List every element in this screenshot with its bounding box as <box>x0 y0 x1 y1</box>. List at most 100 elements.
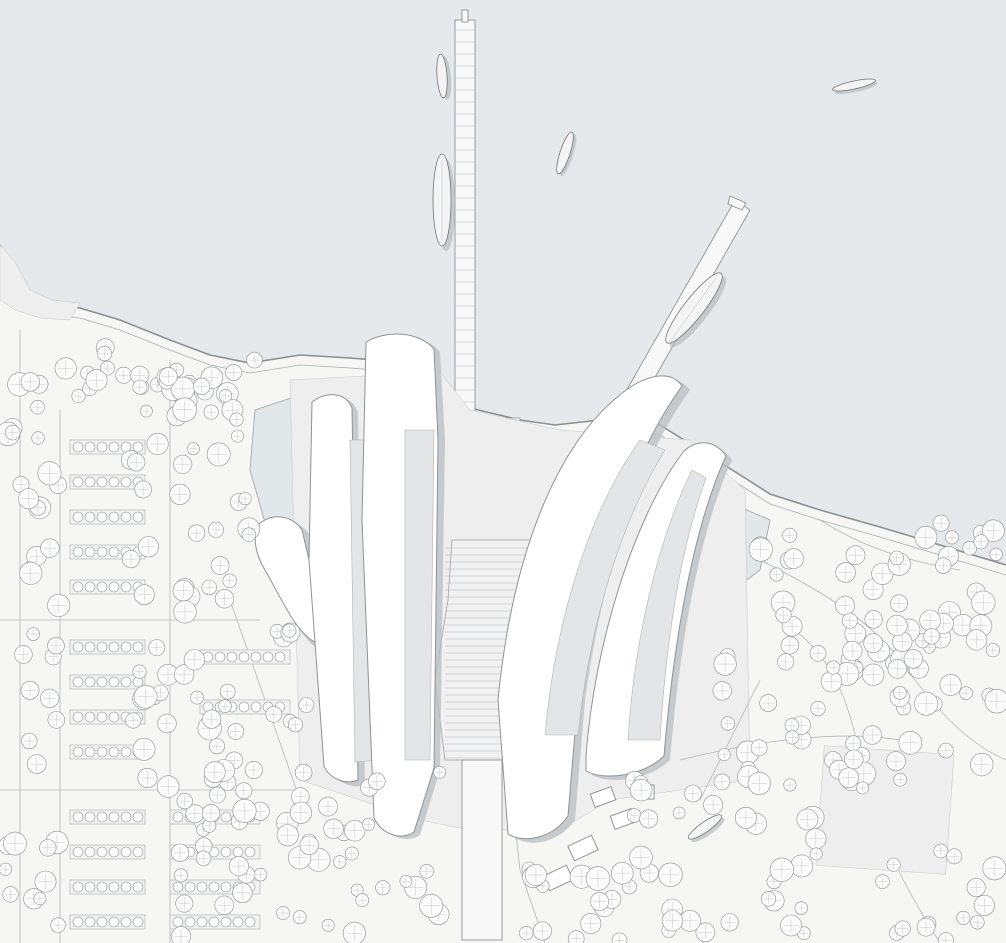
south-walkway <box>461 759 503 941</box>
tree-icon <box>146 432 169 455</box>
tree-icon <box>241 527 257 542</box>
tree-icon <box>984 689 1006 714</box>
tree-icon <box>12 476 30 494</box>
tree-icon <box>661 910 684 932</box>
tree-icon <box>932 514 950 532</box>
tree-icon <box>433 766 446 779</box>
tree-icon <box>227 723 245 740</box>
tree-icon <box>201 579 217 596</box>
parking-row <box>199 649 291 665</box>
tree-icon <box>935 557 952 574</box>
tree-icon <box>170 843 190 862</box>
tree-icon <box>937 932 954 943</box>
tree-icon <box>31 431 45 445</box>
tree-icon <box>235 782 253 800</box>
tree-icon <box>580 913 602 935</box>
tree-icon <box>962 540 977 556</box>
tree-icon <box>39 839 57 857</box>
tree-icon <box>784 718 800 733</box>
tree-icon <box>796 808 819 831</box>
tree-icon <box>864 610 883 629</box>
tree-icon <box>939 673 962 696</box>
tree-icon <box>214 895 234 915</box>
tree-icon <box>919 609 941 632</box>
parking-row <box>69 844 146 860</box>
tree-icon <box>232 798 257 823</box>
beach <box>0 244 81 321</box>
tree-icon <box>298 697 315 713</box>
tree-icon <box>292 910 307 925</box>
tree-icon <box>845 735 862 752</box>
tree-icon <box>759 694 778 712</box>
tree-icon <box>590 892 610 911</box>
tree-icon <box>970 752 994 777</box>
tree-icon <box>841 612 858 629</box>
tree-icon <box>138 536 160 558</box>
tree-icon <box>282 623 297 638</box>
tree-icon <box>190 690 204 705</box>
tree-icon <box>532 921 552 941</box>
tree-icon <box>519 925 534 941</box>
tree-icon <box>790 854 814 878</box>
tree-icon <box>210 556 230 575</box>
tree-icon <box>115 366 133 384</box>
tree-icon <box>944 530 959 545</box>
tree-icon <box>287 717 303 733</box>
tree-icon <box>323 818 344 839</box>
tree-icon <box>886 614 908 637</box>
west-building-wing <box>254 333 439 837</box>
tree-icon <box>333 855 347 869</box>
tree-icon <box>195 837 213 855</box>
tree-icon <box>133 684 158 709</box>
tree-icon <box>611 932 628 943</box>
tree-icon <box>195 850 212 866</box>
tree-icon <box>232 882 253 903</box>
tree-icon <box>783 778 797 792</box>
tree-icon <box>225 364 243 381</box>
tree-icon <box>914 526 938 549</box>
tree-icon <box>783 548 804 569</box>
tree-icon <box>253 867 268 882</box>
tree-icon <box>204 761 226 784</box>
tree-icon <box>933 843 949 859</box>
tree-icon <box>971 590 996 615</box>
tree-icon <box>805 828 827 850</box>
tree-icon <box>982 519 1005 543</box>
tree-icon <box>3 831 27 856</box>
tree-icon <box>40 688 60 709</box>
tree-icon <box>294 763 313 782</box>
tree-icon <box>844 749 864 770</box>
boat-icon <box>665 272 727 348</box>
tree-icon <box>2 886 19 903</box>
tree-icon <box>193 377 211 396</box>
tree-icon <box>886 751 906 772</box>
tree-icon <box>838 767 860 789</box>
tree-icon <box>862 725 882 745</box>
tree-icon <box>658 862 683 887</box>
tree-icon <box>946 848 963 865</box>
tree-icon <box>34 870 57 893</box>
tree-icon <box>966 877 986 897</box>
tree-icon <box>37 461 62 486</box>
tree-icon <box>33 892 47 905</box>
tree-icon <box>47 711 66 729</box>
tree-icon <box>54 357 77 380</box>
boat-icon <box>432 153 455 251</box>
parking-row <box>69 914 146 930</box>
lake-water <box>0 0 1006 565</box>
tree-icon <box>342 921 366 943</box>
boat-icon <box>832 78 878 95</box>
tree-icon <box>875 874 890 889</box>
tree-icon <box>842 640 863 662</box>
parking-row <box>169 914 261 930</box>
tree-icon <box>720 913 739 932</box>
tree-icon <box>375 880 391 896</box>
boat-icon <box>436 53 452 100</box>
tree-icon <box>185 804 205 824</box>
tree-icon <box>938 742 954 759</box>
tree-icon <box>71 389 86 404</box>
tree-icon <box>209 786 226 804</box>
tree-icon <box>863 633 884 654</box>
tree-icon <box>344 846 359 861</box>
